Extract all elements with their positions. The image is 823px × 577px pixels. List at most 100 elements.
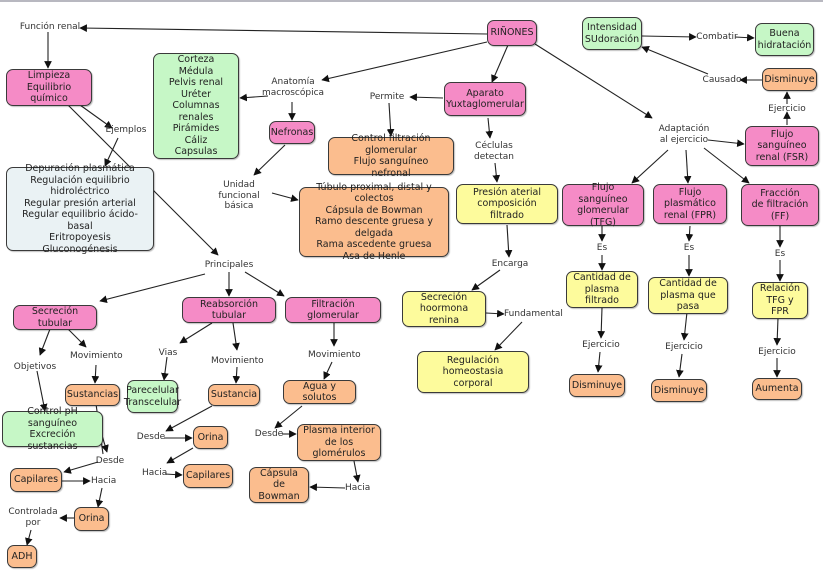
link-reabsorcion-movimiento bbox=[232, 322, 240, 351]
node-cantidad-plasma-filtrado[interactable]: Cantidad de plasma filtrado bbox=[566, 271, 638, 308]
node-relacion-tfg-fpr[interactable]: Relación TFG y FPR bbox=[752, 282, 808, 319]
node-fraccion-filtracion[interactable]: Fracción de filtración (FF) bbox=[741, 184, 819, 226]
link-limpieza-ejemplos bbox=[79, 104, 113, 129]
link-rinones-funcion bbox=[79, 24, 488, 35]
label-ejercicio-fsr: Ejercicio bbox=[768, 104, 806, 114]
node-disminuye-fpr[interactable]: Disminuye bbox=[651, 379, 707, 402]
link-aparato-permite bbox=[409, 93, 444, 102]
label-vias: Vias bbox=[158, 348, 178, 358]
link-causado-intensidad bbox=[641, 46, 709, 75]
label-hacia-secrecion: Hacia bbox=[91, 476, 117, 486]
node-capilares-secrecion[interactable]: Capilares bbox=[10, 468, 62, 492]
node-disminuye-tfg[interactable]: Disminuye bbox=[569, 374, 625, 397]
node-aparato-yuxtaglomerular[interactable]: Aparato Yuxtaglomerular bbox=[444, 82, 526, 116]
link-relacion-ejercicio bbox=[773, 317, 782, 346]
node-secrecion-renina[interactable]: Secreción hoormona renina bbox=[402, 291, 486, 327]
label-permite: Permite bbox=[369, 92, 405, 102]
node-reabsorcion-tubular[interactable]: Reabsorción tubular bbox=[182, 297, 276, 323]
label-desde-secrecion: Desde bbox=[95, 456, 125, 466]
node-sustancias[interactable]: Sustancias bbox=[65, 384, 120, 406]
node-control-ph[interactable]: Control pH sanguíneo Excreción sustancia… bbox=[2, 406, 103, 452]
label-movimiento-reabsorcion: Movimiento bbox=[211, 356, 264, 366]
label-unidad-funcional: Unidad funcional básica bbox=[218, 180, 260, 211]
node-agua-solutos[interactable]: Agua y solutos bbox=[283, 380, 356, 404]
link-movimiento-agua bbox=[323, 361, 333, 380]
node-intensidad-sudoracion[interactable]: Intensidad SUdoración bbox=[582, 17, 642, 50]
link-rinones-aparato bbox=[491, 44, 509, 83]
node-orina-secrecion[interactable]: Orina bbox=[74, 507, 109, 531]
link-secrecion-objetivos bbox=[38, 328, 51, 356]
node-orina-reabsorcion[interactable]: Orina bbox=[193, 426, 228, 449]
node-rinones[interactable]: RIÑONES bbox=[487, 20, 537, 46]
node-capsula-bowman[interactable]: Cápsula de Bowman bbox=[249, 467, 309, 503]
label-movimiento-secrecion: Movimiento bbox=[70, 351, 123, 361]
link-principales-secrecion bbox=[99, 273, 206, 304]
node-partes-nefrona[interactable]: Túbulo proximal, distal y colectos Cápsu… bbox=[299, 182, 449, 262]
node-buena-hidratacion[interactable]: Buena hidratación bbox=[755, 23, 814, 56]
label-encarga: Encarga bbox=[491, 259, 529, 269]
link-unidad-tubulo bbox=[271, 192, 299, 202]
link-principales-filtracion bbox=[244, 271, 285, 297]
link-adaptacion-fpr bbox=[683, 149, 692, 184]
node-limpieza[interactable]: Limpieza Equilibrio químico bbox=[6, 69, 92, 106]
label-objetivos: Objetivos bbox=[13, 362, 57, 372]
link-vias-parecelular bbox=[161, 356, 169, 381]
node-adh[interactable]: ADH bbox=[7, 545, 37, 568]
link-filtrado-ejercicio bbox=[597, 307, 606, 339]
node-aumenta-ff[interactable]: Aumenta bbox=[752, 378, 802, 400]
link-hacia-capsula bbox=[309, 483, 346, 492]
node-secrecion-tubular[interactable]: Secreción tubular bbox=[13, 305, 97, 330]
label-es-tfg: Es bbox=[596, 243, 608, 253]
link-ejercicio-disminuye-tfg bbox=[594, 351, 603, 373]
node-control-filtracion[interactable]: Control filtración glomerular Flujo sang… bbox=[328, 133, 454, 179]
node-filtracion-glomerular[interactable]: Filtración glomerular bbox=[285, 297, 381, 323]
node-anatomia-estructuras[interactable]: Corteza Médula Pelvis renal Uréter Colum… bbox=[153, 53, 239, 159]
node-parecelular[interactable]: Parecelular Transcelular bbox=[124, 380, 181, 413]
link-aparato-celulas bbox=[485, 117, 494, 139]
node-nefronas[interactable]: Nefronas bbox=[269, 121, 315, 144]
link-objetivos-control bbox=[36, 370, 48, 412]
link-controlada-adh bbox=[25, 529, 33, 546]
link-secrecion-fundamental bbox=[485, 309, 505, 318]
node-capilares-reabsorcion[interactable]: Capilares bbox=[183, 464, 233, 488]
node-sustancia-reabsorcion[interactable]: Sustancia bbox=[208, 384, 260, 406]
node-regulacion-homeostasia[interactable]: Regulación homeostasia corporal bbox=[417, 351, 529, 393]
node-flujo-sanguineo-renal[interactable]: Flujo sanguíneo renal (FSR) bbox=[745, 126, 819, 166]
node-funciones-ejemplos[interactable]: Depuración plasmática Regulación equilib… bbox=[6, 163, 154, 255]
link-nefronas-unidad bbox=[253, 144, 286, 176]
node-presion-aterial[interactable]: Presión aterial composición filtrado bbox=[456, 184, 558, 224]
link-movimiento-sustancia bbox=[232, 366, 241, 384]
node-fpr[interactable]: Flujo plasmático renal (FPR) bbox=[653, 184, 727, 224]
link-rinones-anatomia bbox=[321, 41, 488, 83]
link-hacia-orina bbox=[95, 487, 104, 508]
link-combatir-hidratacion bbox=[734, 33, 755, 42]
node-tfg[interactable]: Flujo sanguíneo glomerular (TFG) bbox=[562, 182, 644, 228]
label-anatomia-macroscopica: Anatomía macroscópica bbox=[262, 77, 325, 98]
link-desde-capilares bbox=[63, 461, 99, 474]
label-ejercicio-ff: Ejercicio bbox=[758, 347, 796, 357]
link-permite-control bbox=[386, 102, 395, 137]
top-border bbox=[0, 0, 823, 2]
link-hacia-capilares bbox=[164, 470, 183, 479]
label-funcion-renal: Función renal bbox=[19, 22, 81, 32]
label-movimiento-filtracion: Movimiento bbox=[308, 350, 361, 360]
label-hacia-reabsorcion: Hacia bbox=[142, 468, 168, 478]
label-es-fpr: Es bbox=[683, 243, 695, 253]
label-fundamental: Fundamental bbox=[504, 309, 563, 319]
link-rinones-adaptacion bbox=[534, 43, 653, 119]
label-hacia-filtracion: Hacia bbox=[345, 483, 371, 493]
node-plasma-interior[interactable]: Plasma interior de los glomérulos bbox=[297, 424, 381, 461]
node-disminuye-fsr[interactable]: Disminuye bbox=[762, 68, 817, 91]
link-adaptacion-tfg bbox=[631, 149, 669, 184]
link-encarga-secrecion bbox=[471, 269, 501, 291]
label-adaptacion-ejercicio: Adaptación al ejercicio bbox=[658, 124, 710, 145]
link-plasma-hacia bbox=[352, 460, 361, 483]
link-presion-encarga bbox=[504, 224, 513, 258]
link-sustancia-desde bbox=[165, 405, 213, 432]
link-adaptacion-fsr bbox=[707, 139, 745, 148]
node-cantidad-plasma-pasa[interactable]: Cantidad de plasma que pasa bbox=[648, 277, 728, 314]
link-agua-desde bbox=[274, 405, 303, 429]
label-celulas-detectan: Céclulas detectan bbox=[473, 141, 514, 162]
link-fpr-es bbox=[685, 225, 694, 242]
